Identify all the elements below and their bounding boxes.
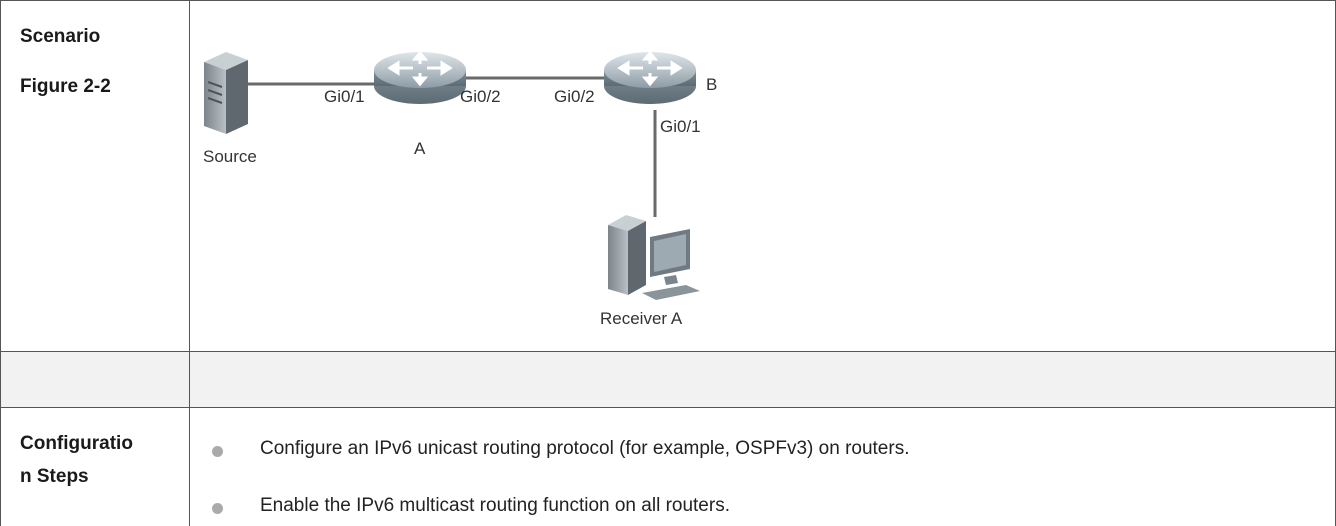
network-topology-diagram: Source A B Receiver A Gi0/1 Gi0/2 Gi0/2 … [190,2,890,350]
table-top-border [0,0,1336,1]
router-a-port-gi0-2: Gi0/2 [460,87,501,106]
config-steps-label-cont: n Steps [20,466,89,487]
router-b-port-gi0-1: Gi0/1 [660,117,701,136]
empty-row [0,351,1336,407]
row-divider [0,351,1336,352]
desktop-computer-icon [608,215,700,300]
source-label: Source [203,147,257,166]
router-icon [604,50,696,104]
column-divider [189,0,190,526]
config-step-2: Enable the IPv6 multicast routing functi… [260,495,730,516]
config-step-1: Configure an IPv6 unicast routing protoc… [260,438,910,459]
config-steps-label: Configuratio [20,433,133,454]
router-a-label: A [414,139,426,158]
figure-label: Figure 2-2 [20,76,111,97]
topology-svg [204,50,700,300]
router-b-port-gi0-2: Gi0/2 [554,87,595,106]
router-b-label: B [706,75,718,94]
table-left-border [0,0,1,526]
bullet-icon [212,503,223,514]
scenario-label: Scenario [20,26,101,47]
router-icon [374,50,466,104]
row-divider [0,407,1336,408]
receiver-label: Receiver A [600,309,683,328]
bullet-icon [212,446,223,457]
router-a-port-gi0-1: Gi0/1 [324,87,365,106]
server-icon [204,52,248,134]
